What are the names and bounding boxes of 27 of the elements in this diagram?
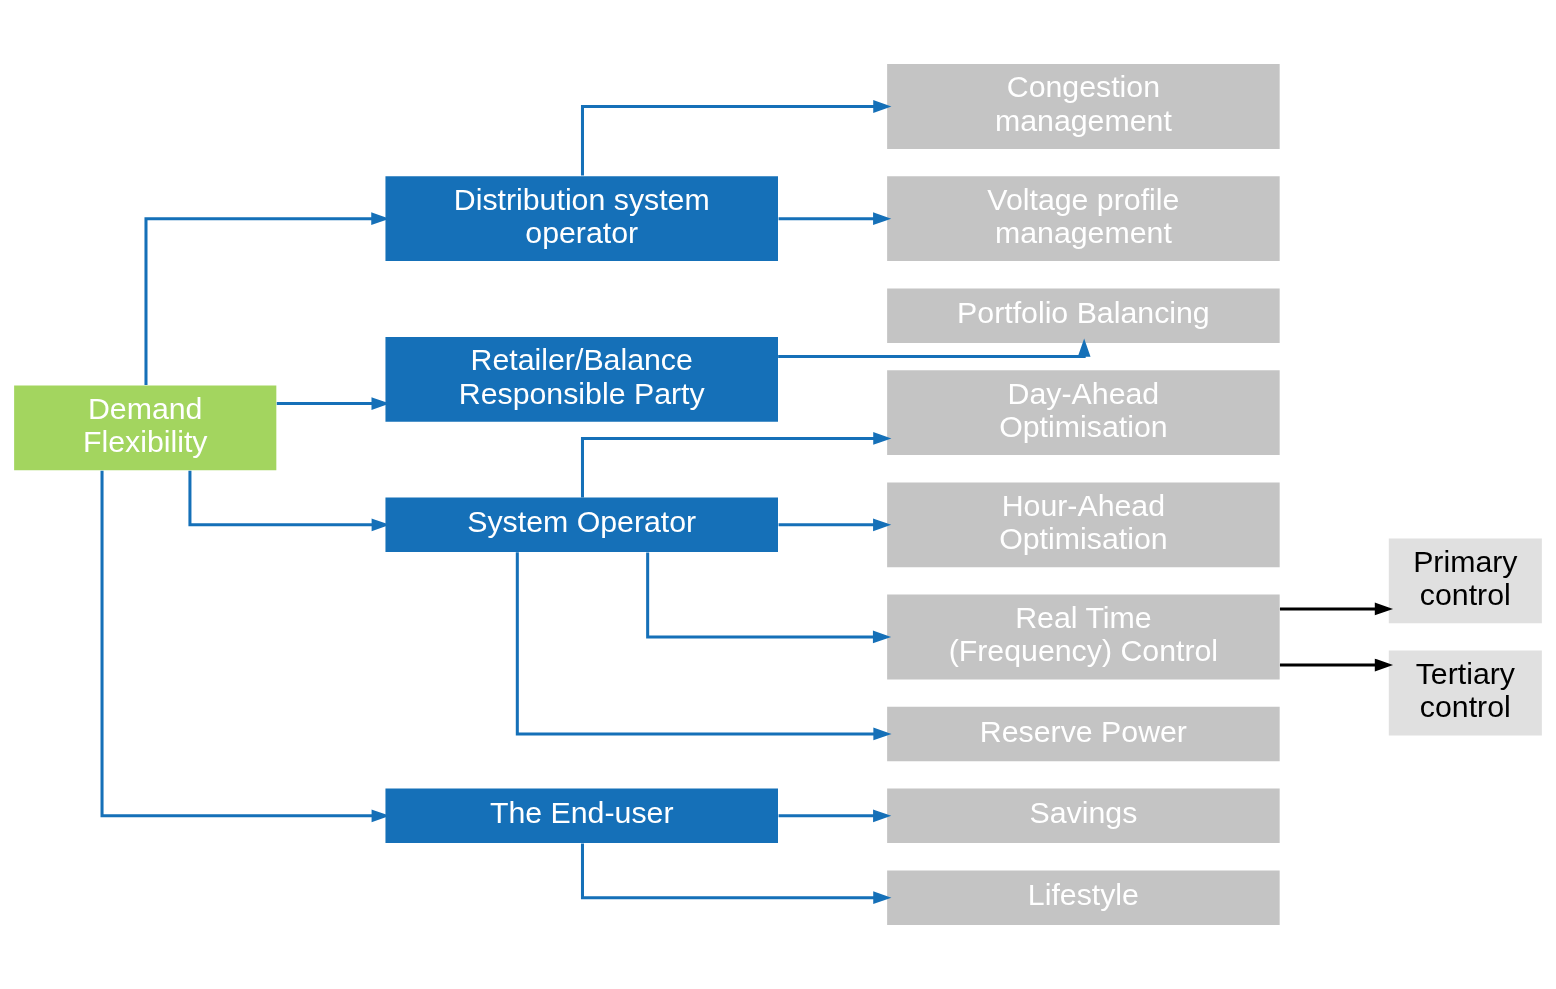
- arrow: [1279, 658, 1394, 672]
- node-box: Portfolio Balancing: [887, 288, 1280, 343]
- node-box: Lifestyle: [887, 870, 1280, 925]
- arrow: [778, 338, 1091, 359]
- node-box: System Operator: [385, 497, 778, 553]
- arrow: [646, 552, 892, 644]
- node-box: Congestion management: [887, 64, 1280, 149]
- node-box: Distribution system operator: [385, 176, 778, 262]
- node-box: Hour-Ahead Optimisation: [887, 482, 1280, 568]
- arrow: [1279, 602, 1394, 616]
- arrow: [580, 432, 892, 498]
- arrow: [515, 552, 892, 741]
- node-box: Real Time (Frequency) Control: [887, 594, 1280, 680]
- node-box: Demand Flexibility: [14, 385, 277, 471]
- arrow: [778, 518, 892, 532]
- arrow: [580, 100, 892, 176]
- node-box: Primary control: [1388, 538, 1542, 624]
- node-box: Day-Ahead Optimisation: [887, 370, 1280, 456]
- arrow: [778, 809, 892, 823]
- node-box: Voltage profile management: [887, 176, 1280, 262]
- node-box: Tertiary control: [1388, 650, 1542, 736]
- node-box: Retailer/Balance Responsible Party: [385, 336, 778, 422]
- node-box: The End-user: [385, 788, 778, 844]
- node-box: Reserve Power: [887, 706, 1280, 762]
- node-box: Savings: [887, 788, 1280, 844]
- arrow: [778, 212, 892, 226]
- arrow: [580, 843, 892, 905]
